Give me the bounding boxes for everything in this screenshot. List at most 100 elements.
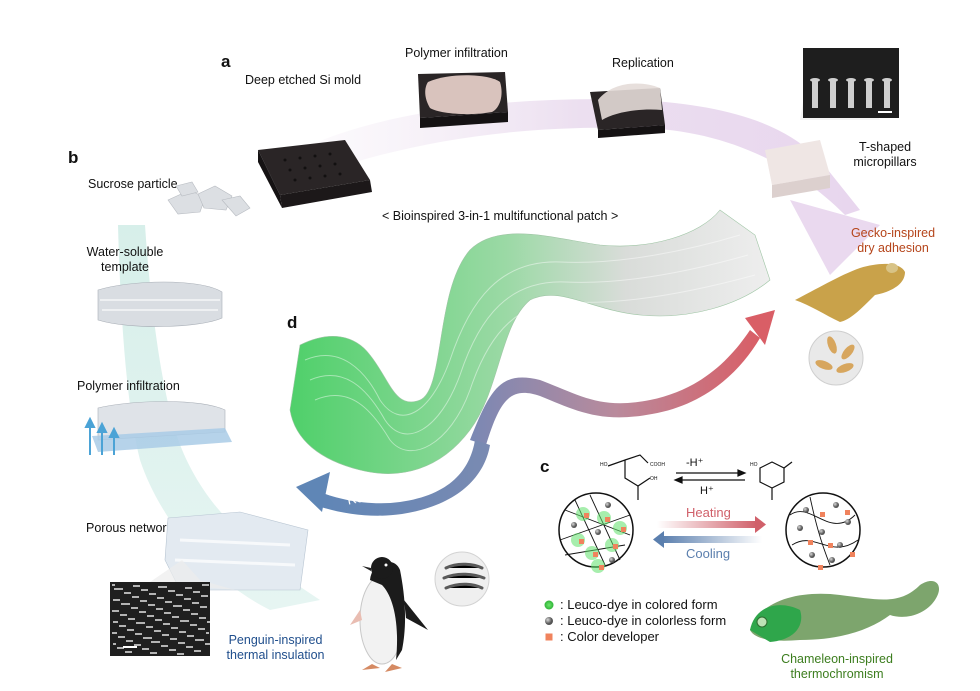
pore (172, 638, 175, 640)
pore (163, 645, 166, 647)
pore (151, 593, 154, 595)
pore (120, 588, 123, 590)
pore (189, 587, 192, 589)
pore (141, 589, 144, 591)
pore (158, 630, 161, 632)
pore (163, 623, 166, 625)
pore (170, 638, 173, 640)
penguin-inspired-label: Penguin-inspired thermal insulation (218, 633, 333, 663)
room-temperature-arrow (296, 440, 490, 516)
gecko-foot-inset (808, 330, 864, 386)
water-soluble-template-image (97, 281, 223, 327)
pore (115, 621, 118, 623)
pore (140, 622, 143, 624)
svg-text:OH: OH (650, 476, 658, 482)
pore (191, 635, 194, 637)
pore (174, 638, 177, 640)
pore (127, 629, 130, 631)
pore (124, 592, 127, 594)
orange-cube-icon (545, 633, 553, 640)
pore (178, 594, 181, 596)
pore (126, 640, 129, 642)
pore (201, 595, 204, 597)
pore (132, 618, 135, 620)
pore (173, 649, 176, 651)
pore (191, 613, 194, 615)
pore (186, 598, 189, 600)
colorless-dye-dot (595, 529, 601, 535)
pore (192, 602, 195, 604)
pore (177, 653, 180, 655)
gray-dot-icon (545, 616, 553, 625)
pore (112, 610, 115, 612)
pore (175, 605, 178, 607)
pore (206, 584, 209, 586)
legend-colored-text: : Leuco-dye in colored form (560, 597, 718, 612)
pore (165, 645, 168, 647)
color-developer-cube (605, 517, 610, 522)
pore (136, 596, 139, 598)
high-temperature-arrow (470, 310, 775, 445)
penguin-label-line1: Penguin-inspired (228, 633, 323, 647)
porous-sem-inset (110, 582, 210, 656)
pore (168, 612, 171, 614)
gecko-inspired-label: Gecko-inspired dry adhesion (838, 226, 948, 256)
pore (176, 616, 179, 618)
pore (156, 608, 159, 610)
pore (127, 603, 130, 605)
pore (198, 628, 201, 630)
pore (114, 632, 117, 634)
pore (184, 620, 187, 622)
pore (121, 647, 124, 649)
color-developer-cube (593, 552, 598, 557)
svg-text:HO: HO (600, 462, 608, 468)
pore (162, 586, 165, 588)
pore (142, 600, 145, 602)
cooling-arrow (653, 531, 762, 548)
pore (182, 620, 185, 622)
patch-title: < Bioinspired 3-in-1 multifunctional pat… (382, 209, 619, 223)
pore (181, 653, 184, 655)
pore (182, 642, 185, 644)
svg-text:HO: HO (750, 462, 758, 468)
color-developer-cube (850, 552, 855, 557)
pore (180, 594, 183, 596)
pore (199, 639, 202, 641)
pore (142, 648, 145, 650)
pore (203, 595, 206, 597)
pore (150, 652, 153, 654)
pore (128, 640, 131, 642)
pore (114, 610, 117, 612)
pore (170, 590, 173, 592)
pore (155, 641, 158, 643)
pore (156, 630, 159, 632)
step-polymer-infiltration-label: Polymer infiltration (405, 46, 508, 60)
pore (154, 630, 157, 632)
t-shaped-label-line1: T-shaped (858, 140, 912, 154)
pore (112, 632, 115, 634)
penguin-icon (350, 557, 428, 672)
pore (166, 612, 169, 614)
pore (184, 598, 187, 600)
step-polymer-infiltration-b-label: Polymer infiltration (77, 379, 180, 393)
t-shaped-label-line2: micropillars (853, 155, 917, 169)
pore (206, 632, 209, 634)
pore (161, 645, 164, 647)
pore (135, 607, 138, 609)
pore (132, 596, 135, 598)
chameleon-label-line2: thermochromism (790, 667, 884, 681)
replication-image (590, 83, 665, 138)
color-developer-cube (584, 513, 589, 518)
pore (157, 641, 160, 643)
colorless-dye-dot (829, 557, 835, 563)
pore (149, 615, 152, 617)
pore (157, 597, 160, 599)
sem-micropillar-inset (803, 48, 899, 118)
pore (173, 605, 176, 607)
pore (145, 589, 148, 591)
pore (154, 652, 157, 654)
color-developer-cube (818, 565, 823, 570)
pore (152, 604, 155, 606)
